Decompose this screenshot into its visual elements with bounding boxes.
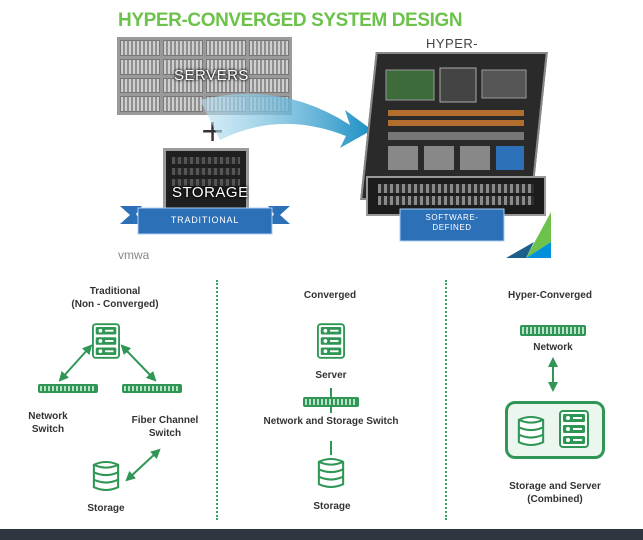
bottom-strip: [0, 529, 643, 540]
combined-label-line2: (Combined): [527, 494, 583, 505]
combined-server-icon: [559, 409, 589, 449]
server-internals: [385, 67, 527, 170]
vmware-logo-triangles: [506, 212, 551, 258]
network-switch-label-line1: Network: [28, 411, 68, 422]
converged-title: Converged: [303, 290, 357, 301]
vmware-text: vmwa: [118, 248, 150, 262]
combined-label-line1: Storage and Server: [509, 481, 601, 492]
traditional-network-switch-icon: [38, 384, 98, 393]
fiber-channel-label: Fiber Channel Switch: [124, 414, 206, 440]
fiber-channel-label-line2: Switch: [148, 428, 182, 439]
traditional-storage-label: Storage: [87, 503, 125, 514]
network-switch-label: Network Switch: [18, 410, 78, 436]
converged-switch-icon: [303, 397, 359, 407]
transition-arrow: [200, 93, 372, 148]
traditional-fiber-switch-icon: [122, 384, 182, 393]
hyper-network-label: Network: [533, 342, 573, 353]
traditional-ribbon-label: TRADITIONAL: [170, 215, 240, 225]
combined-storage-icon: [517, 415, 545, 447]
hyper-network-icon: [520, 325, 586, 336]
converged-switch-label: Network and Storage Switch: [263, 416, 399, 427]
hyper-label: HYPER-: [426, 36, 479, 51]
combined-label: Storage and Server (Combined): [498, 480, 612, 506]
converged-server-label: Server: [315, 370, 347, 381]
hyper-converged-title: Hyper-Converged: [508, 290, 592, 301]
converged-storage-label: Storage: [313, 501, 351, 512]
page-title: HYPER-CONVERGED SYSTEM DESIGN: [118, 10, 463, 31]
traditional-title-line1: Traditional: [89, 286, 141, 297]
divider-right: [445, 280, 447, 520]
traditional-title: Traditional (Non - Converged): [60, 285, 170, 311]
storage-label: STORAGE: [172, 184, 249, 201]
network-switch-label-line2: Switch: [31, 424, 65, 435]
traditional-ribbon: [120, 206, 290, 235]
fiber-channel-label-line1: Fiber Channel: [131, 415, 199, 426]
traditional-title-line2: (Non - Converged): [71, 299, 159, 310]
software-defined-ribbon: [399, 208, 505, 242]
software-defined-line1: SOFTWARE-: [425, 213, 479, 222]
software-defined-line2: DEFINED: [432, 223, 472, 232]
servers-label: SERVERS: [174, 67, 249, 84]
divider-left: [216, 280, 218, 520]
software-defined-label: SOFTWARE- DEFINED: [400, 213, 504, 233]
